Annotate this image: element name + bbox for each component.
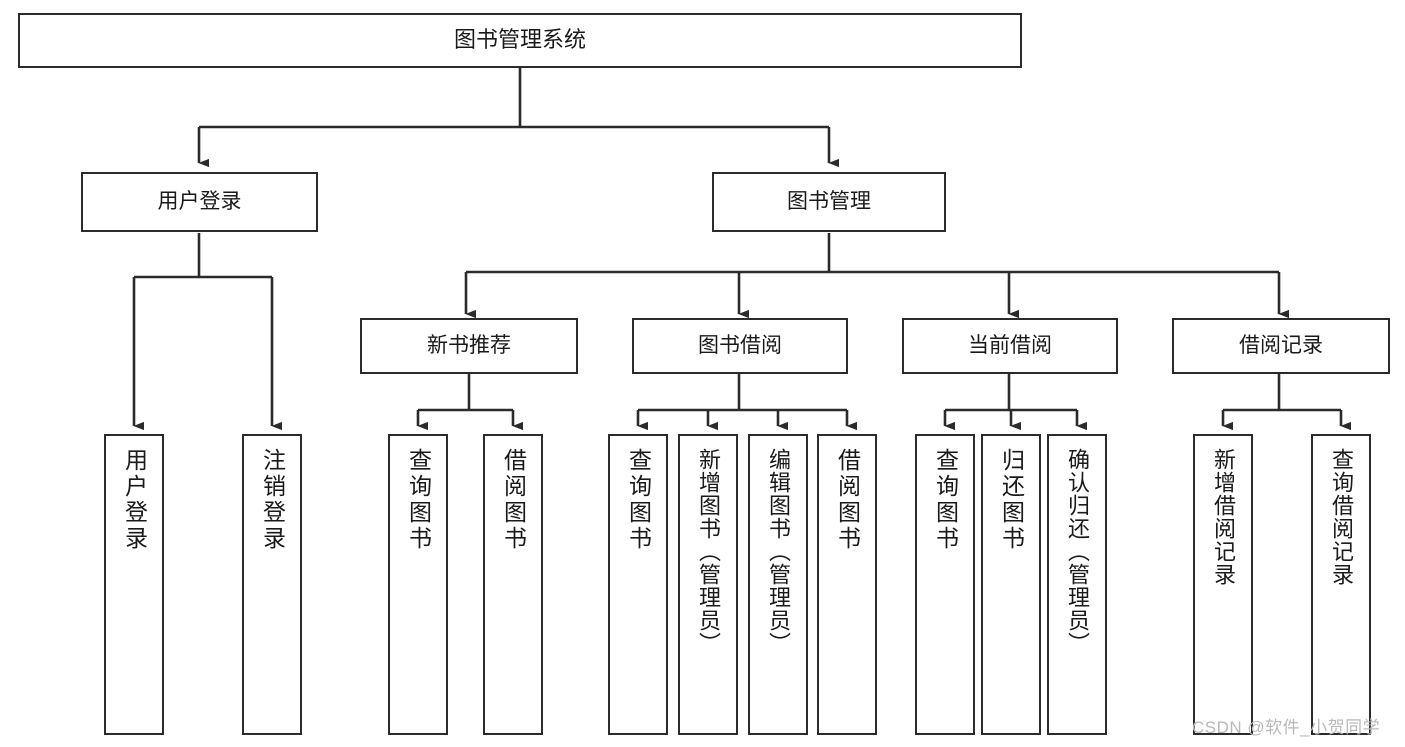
node-label: 用户登录 [157, 190, 242, 214]
node-leaf-edit-book[interactable]: 编辑图书（管理员） [748, 434, 808, 735]
node-label: 新书推荐 [427, 334, 511, 358]
node-root-system[interactable]: 图书管理系统 [18, 13, 1022, 68]
node-label: 当前借阅 [968, 334, 1052, 358]
node-label: 查询借阅记录 [1329, 448, 1354, 586]
node-leaf-return-book[interactable]: 归还图书 [981, 434, 1041, 735]
node-leaf-borrow-book-1[interactable]: 借阅图书 [483, 434, 543, 735]
node-label: 图书管理系统 [453, 27, 586, 53]
node-label: 借阅图书 [500, 448, 527, 552]
node-label: 借阅图书 [834, 448, 861, 552]
node-leaf-query-book-3[interactable]: 查询图书 [915, 434, 975, 735]
node-book-management[interactable]: 图书管理 [712, 172, 946, 232]
node-label: 查询图书 [625, 448, 652, 552]
node-book-borrow[interactable]: 图书借阅 [632, 318, 848, 374]
node-leaf-query-record[interactable]: 查询借阅记录 [1311, 434, 1371, 735]
node-label: 归还图书 [998, 448, 1025, 552]
node-label: 图书管理 [787, 190, 871, 214]
node-leaf-user-login[interactable]: 用户登录 [104, 434, 164, 735]
node-leaf-add-record[interactable]: 新增借阅记录 [1193, 434, 1253, 735]
node-leaf-query-book-2[interactable]: 查询图书 [608, 434, 668, 735]
node-label: 查询图书 [932, 448, 959, 552]
node-label: 新增借阅记录 [1211, 448, 1236, 586]
node-label: 编辑图书（管理员） [766, 448, 791, 655]
node-current-borrow[interactable]: 当前借阅 [902, 318, 1118, 374]
node-label: 确认归还（管理员） [1065, 448, 1090, 655]
node-borrow-record[interactable]: 借阅记录 [1172, 318, 1390, 374]
node-label: 查询图书 [405, 448, 432, 552]
node-label: 借阅记录 [1239, 334, 1323, 358]
node-new-book-recommend[interactable]: 新书推荐 [360, 318, 578, 374]
node-leaf-add-book[interactable]: 新增图书（管理员） [678, 434, 738, 735]
node-label: 用户登录 [121, 448, 148, 552]
node-leaf-query-book-1[interactable]: 查询图书 [388, 434, 448, 735]
node-leaf-borrow-book-2[interactable]: 借阅图书 [817, 434, 877, 735]
node-label: 注销登录 [259, 448, 286, 552]
node-leaf-confirm-return[interactable]: 确认归还（管理员） [1047, 434, 1107, 735]
node-label: 新增图书（管理员） [696, 448, 721, 655]
node-leaf-logout-login[interactable]: 注销登录 [242, 434, 302, 735]
node-label: 图书借阅 [698, 334, 782, 358]
node-user-login[interactable]: 用户登录 [81, 172, 318, 232]
